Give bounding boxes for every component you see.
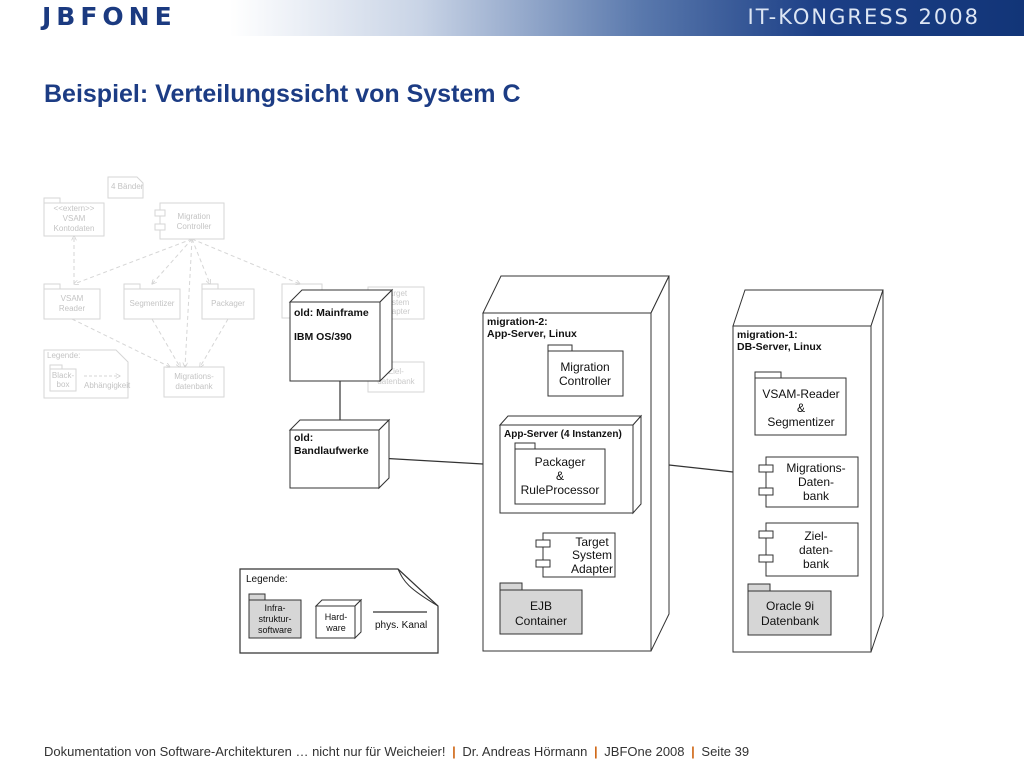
oracle-datenbank-component: Oracle 9i Datenbank <box>747 583 832 636</box>
svg-text:Segmentizer: Segmentizer <box>130 299 175 308</box>
svg-text:VSAM: VSAM <box>63 214 86 223</box>
footer-event: JBFOne 2008 <box>604 744 685 759</box>
svg-text:Infra-: Infra- <box>264 603 285 613</box>
svg-text:datenbank: datenbank <box>377 377 415 386</box>
svg-text:VSAM: VSAM <box>61 294 84 303</box>
svg-text:Adapter: Adapter <box>382 307 410 316</box>
vsam-reader-component: VSAM-Reader & Segmentizer <box>754 371 847 436</box>
svg-text:Kontodaten: Kontodaten <box>54 224 95 233</box>
svg-text:Packager: Packager <box>535 455 586 469</box>
footer-separator: | <box>452 744 456 759</box>
legend-hardware: Hard- ware <box>314 598 363 640</box>
svg-text:Black-: Black- <box>52 371 75 380</box>
svg-text:&: & <box>797 401 805 415</box>
legend-title: Legende: <box>246 574 288 585</box>
svg-text:&: & <box>556 469 564 483</box>
link-band-appserver <box>378 457 484 465</box>
svg-text:Legende:: Legende: <box>47 351 80 360</box>
svg-text:Target: Target <box>385 289 408 298</box>
footer: Dokumentation von Software-Architekturen… <box>44 744 749 759</box>
svg-text:Target: Target <box>575 535 609 549</box>
footer-page-number: Seite 39 <box>701 744 750 759</box>
svg-text:old: Mainframe: old: Mainframe <box>294 307 369 319</box>
svg-text:Migrations-: Migrations- <box>174 372 214 381</box>
migration-controller-component: Migration Controller <box>547 344 624 397</box>
footer-author: Dr. Andreas Hörmann <box>462 744 588 759</box>
svg-text:Controller: Controller <box>177 222 212 231</box>
svg-text:System: System <box>572 548 612 562</box>
svg-text:Ziel-: Ziel- <box>388 367 404 376</box>
svg-text:software: software <box>258 625 292 635</box>
svg-text:VSAM-Reader: VSAM-Reader <box>762 387 839 401</box>
svg-text:App-Server (4 Instanzen): App-Server (4 Instanzen) <box>504 429 622 440</box>
app-server-node: migration-2: App-Server, Linux Migration… <box>482 275 670 652</box>
svg-text:Abhängigkeit: Abhängigkeit <box>84 381 131 390</box>
svg-text:migration-2:: migration-2: <box>487 316 548 328</box>
legend-note: Legende: Infra- struktur- software Hard-… <box>239 568 439 654</box>
svg-text:daten-: daten- <box>799 543 833 557</box>
svg-text:Packager: Packager <box>211 299 245 308</box>
svg-text:IBM OS/390: IBM OS/390 <box>294 331 352 343</box>
legend-infrastructure-software: Infra- struktur- software <box>248 593 302 639</box>
svg-text:System: System <box>383 298 410 307</box>
svg-text:RuleProcessor: RuleProcessor <box>521 483 600 497</box>
svg-text:Adapter: Adapter <box>571 562 613 576</box>
svg-text:bank: bank <box>803 489 830 503</box>
app-server-instances-node: App-Server (4 Instanzen) Packager & Rule… <box>498 414 643 515</box>
svg-text:migration-1:: migration-1: <box>737 329 798 341</box>
zieldatenbank-component: Ziel- daten- bank <box>758 522 859 577</box>
svg-text:Migration: Migration <box>178 212 211 221</box>
svg-text:Oracle 9i: Oracle 9i <box>766 599 814 613</box>
bandlaufwerke-node: old: Bandlaufwerke <box>288 418 391 490</box>
svg-text:Ziel-: Ziel- <box>804 529 827 543</box>
svg-text:Bandlaufwerke: Bandlaufwerke <box>294 445 369 457</box>
svg-text:Migration: Migration <box>560 360 609 374</box>
migrations-datenbank-component: Migrations- Daten- bank <box>758 456 859 508</box>
ejb-container-component: EJB Container <box>499 582 583 635</box>
svg-text:Container: Container <box>515 614 567 628</box>
svg-text:<<extern>>: <<extern>> <box>54 204 95 213</box>
svg-text:ware: ware <box>325 623 346 633</box>
header-bar: JBFONE IT-KONGRESS 2008 <box>0 0 1024 36</box>
link-appserver-dbserver <box>668 464 734 473</box>
svg-text:DB-Server, Linux: DB-Server, Linux <box>737 341 822 353</box>
svg-text:Segmentizer: Segmentizer <box>767 415 834 429</box>
svg-text:Controller: Controller <box>559 374 611 388</box>
footer-doc-title: Dokumentation von Software-Architekturen… <box>44 744 446 759</box>
svg-text:box: box <box>57 380 70 389</box>
svg-text:Reader: Reader <box>59 304 86 313</box>
target-system-adapter-component: Target System Adapter <box>535 532 616 578</box>
svg-text:App-Server, Linux: App-Server, Linux <box>487 328 577 340</box>
event-title: IT-KONGRESS 2008 <box>747 5 980 29</box>
footer-separator: | <box>594 744 598 759</box>
footer-separator: | <box>691 744 695 759</box>
slide-title: Beispiel: Verteilungssicht von System C <box>44 80 521 108</box>
svg-text:bank: bank <box>803 557 830 571</box>
mainframe-node: old: Mainframe IBM OS/390 <box>288 288 394 383</box>
legend-link-label: phys. Kanal <box>375 620 427 631</box>
jbfone-logo: JBFONE <box>42 2 177 31</box>
svg-text:Migrations-: Migrations- <box>786 461 845 475</box>
svg-text:struktur-: struktur- <box>258 614 291 624</box>
svg-text:datenbank: datenbank <box>175 382 213 391</box>
svg-text:Hard-: Hard- <box>325 612 348 622</box>
svg-text:old:: old: <box>294 432 313 444</box>
svg-text:Daten-: Daten- <box>798 475 834 489</box>
db-server-node: migration-1: DB-Server, Linux VSAM-Reade… <box>732 289 884 653</box>
faded-baender-label: 4 Bänder <box>111 182 144 191</box>
faded-background-diagram: 4 Bänder <<extern>> VSAM Kontodaten Migr… <box>43 176 425 399</box>
svg-text:EJB: EJB <box>530 599 552 613</box>
svg-text:Datenbank: Datenbank <box>761 614 820 628</box>
